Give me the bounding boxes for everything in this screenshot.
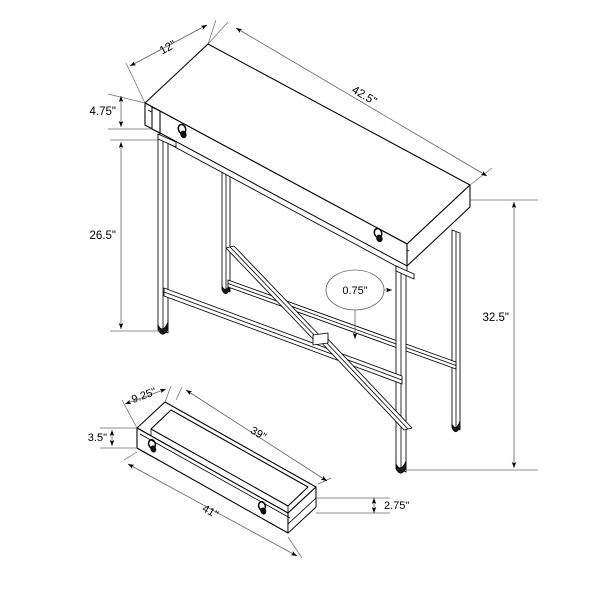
drawer-apron [151, 106, 408, 273]
dimension-total-height: 32.5" [406, 199, 538, 471]
dimension-label-leg-height: 26.5" [90, 230, 116, 242]
drawer-ring-pull-left[interactable] [147, 439, 157, 453]
dimension-label-tube-thickness: 0.75" [342, 285, 367, 297]
back-left-leg [221, 147, 231, 295]
dimension-label-total-height: 32.5" [483, 312, 509, 324]
dimension-drawer-height: 3.5" [88, 427, 137, 449]
ring-pull-left[interactable] [177, 123, 187, 139]
leg-bracket-left [157, 133, 177, 148]
back-right-leg [451, 229, 461, 433]
dimension-leg-height: 26.5" [90, 139, 160, 332]
dimension-label-top-width: 42.5" [350, 84, 379, 108]
front-right-leg [395, 265, 407, 474]
ring-pull-right[interactable] [373, 227, 383, 243]
dimension-apron-height: 4.75" [90, 93, 152, 130]
dimension-label-drawer-height: 3.5" [88, 432, 107, 444]
dimension-label-apron-height: 4.75" [90, 106, 116, 118]
leg-bracket-right [395, 265, 415, 280]
console-table [144, 43, 471, 474]
dimension-label-drawer-width: 41" [200, 503, 220, 522]
dimension-drawer-front-lip: 2.75" [316, 497, 409, 514]
dimension-label-drawer-top-width: 39" [248, 425, 268, 444]
drawer-box [136, 401, 317, 534]
x-brace [225, 245, 413, 431]
dimension-label-drawer-front-lip: 2.75" [384, 500, 409, 512]
front-left-leg [157, 133, 169, 335]
dimension-tube-thickness: 0.75" [325, 269, 392, 339]
dimension-label-drawer-depth: 9.25" [130, 386, 158, 406]
